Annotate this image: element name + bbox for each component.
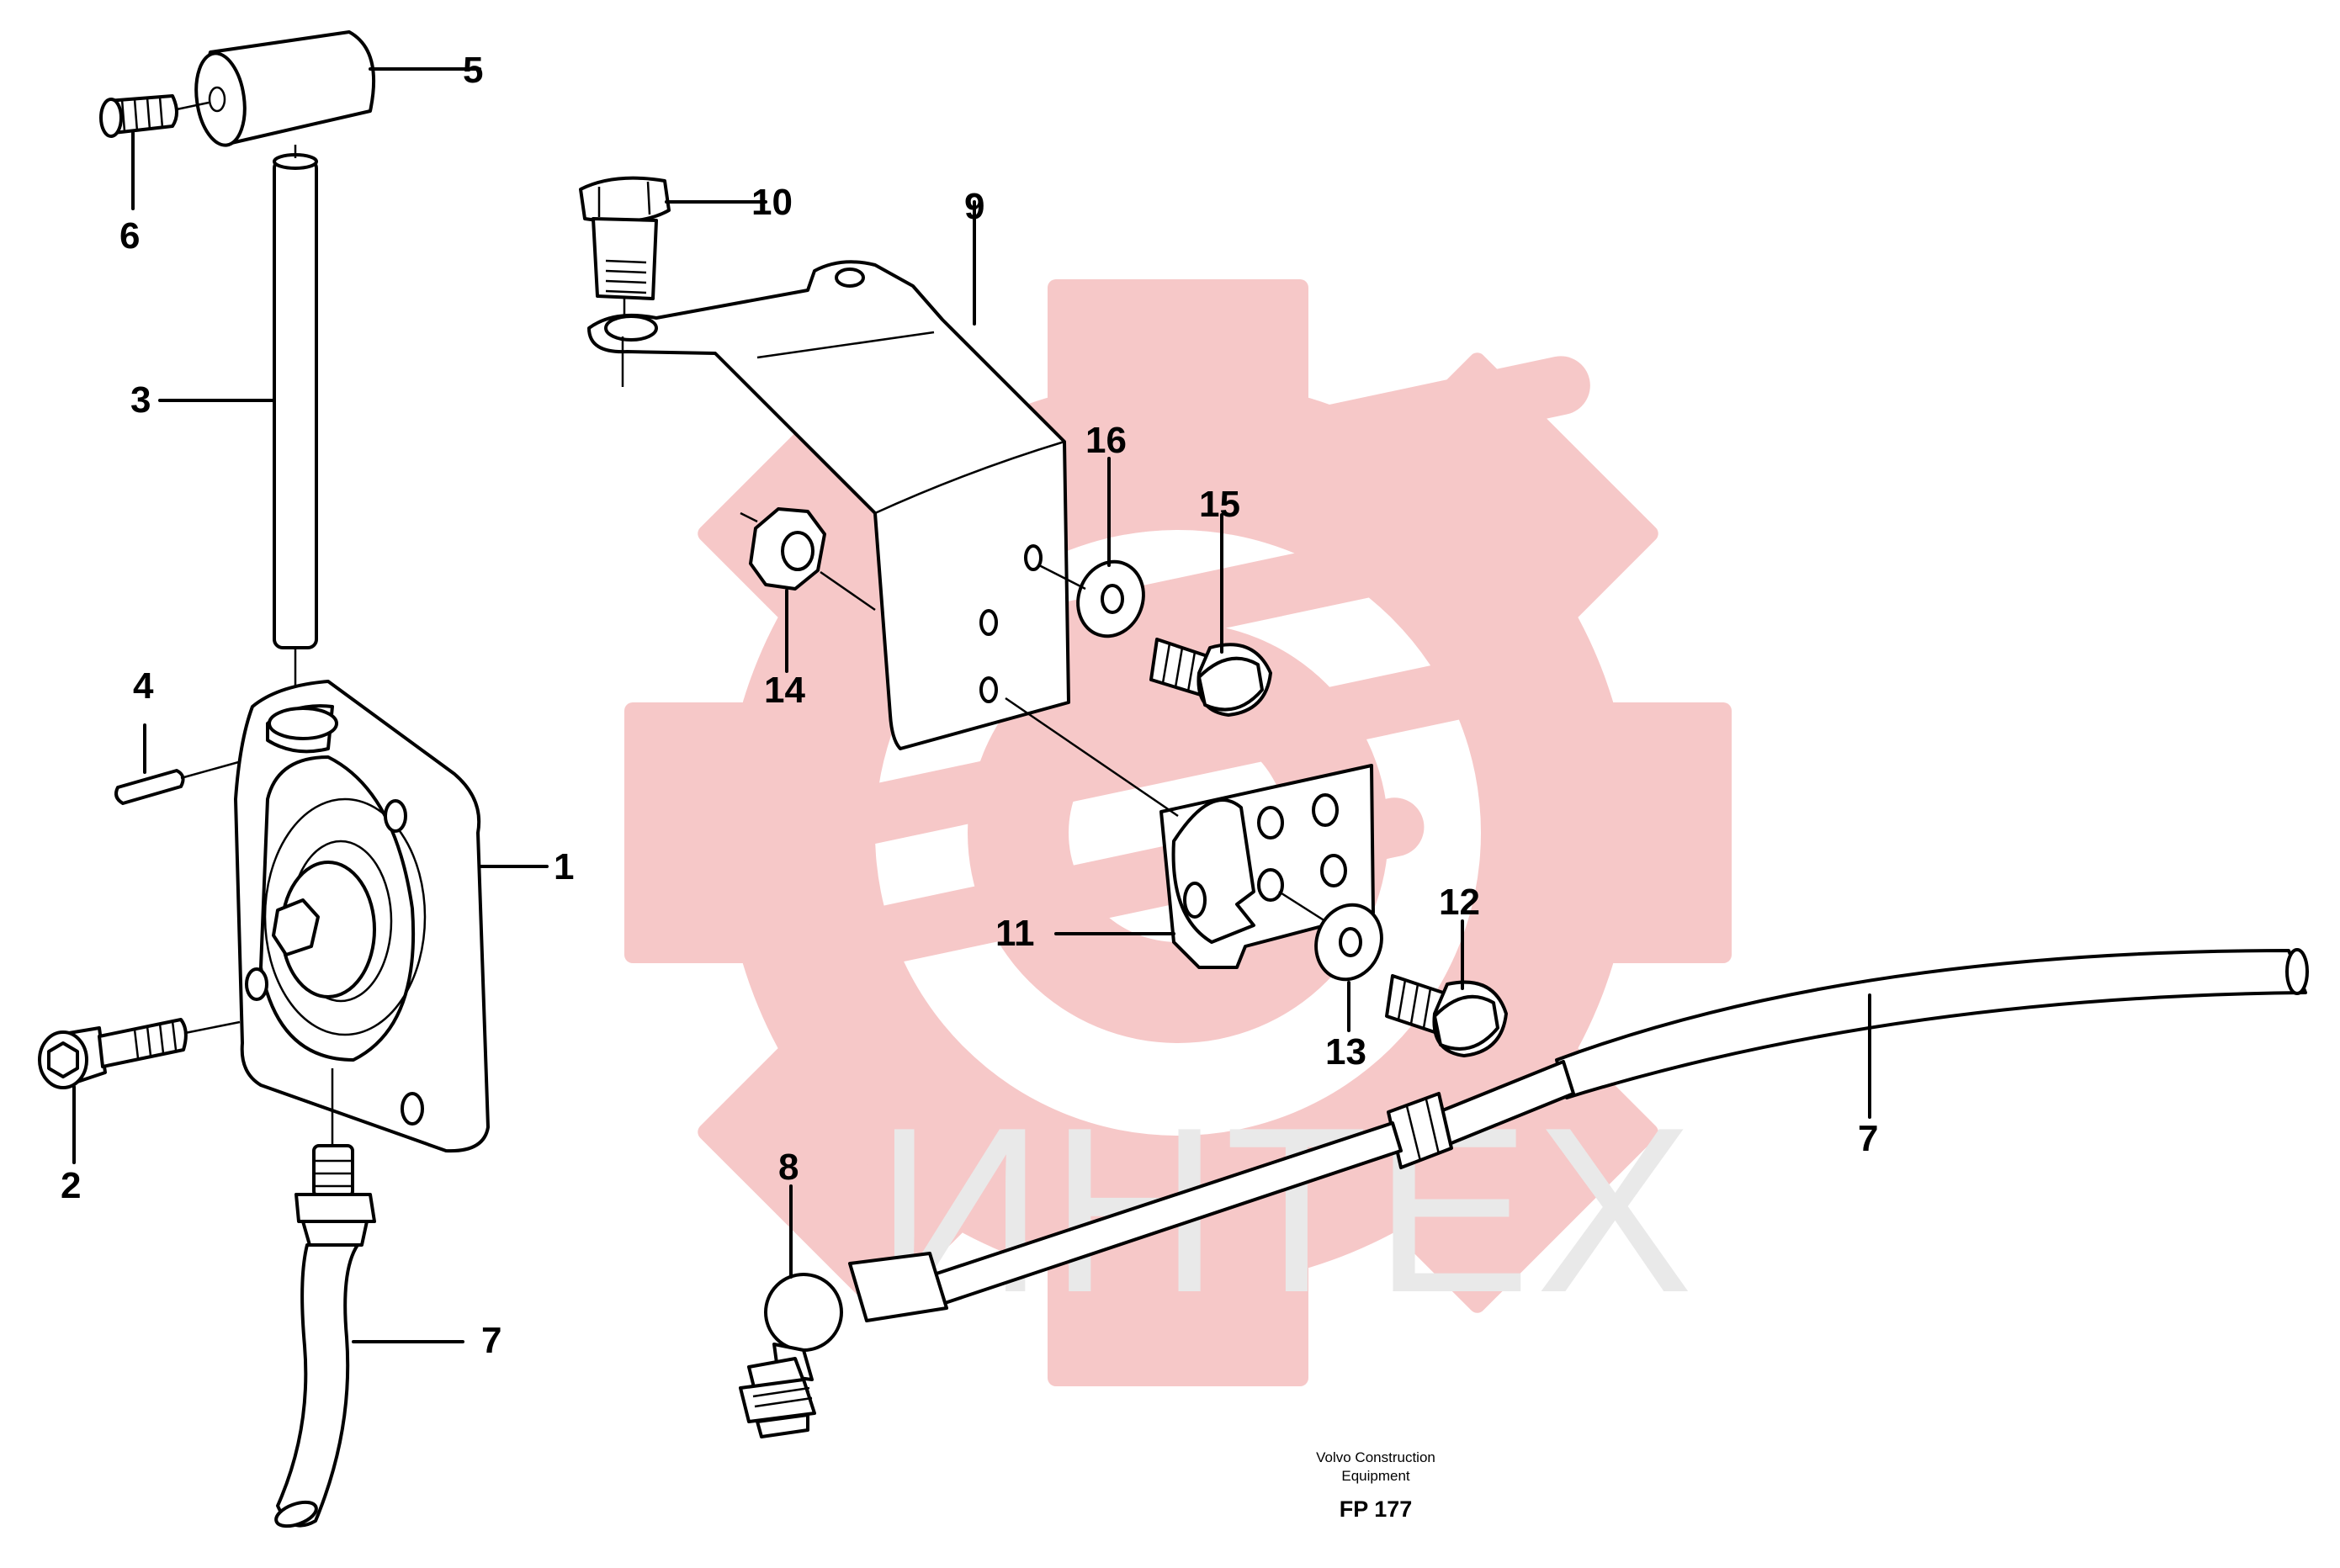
callout-16: 16 [1085,420,1127,461]
callout-9: 9 [964,186,984,227]
callout-7-right: 7 [1858,1118,1878,1159]
part-16-washer [1038,457,1145,638]
watermark-text: ИНТЕХ [875,1079,1698,1342]
callout-11: 11 [995,913,1035,954]
part-12-bolt [1385,919,1508,1057]
callout-12: 12 [1439,882,1480,923]
callout-7-left: 7 [481,1320,501,1361]
callout-3: 3 [130,379,151,421]
callout-14: 14 [764,670,805,711]
part-7-cable-right [848,948,2309,1322]
part-7-hose-left [274,1068,464,1528]
part-11-latch [1005,697,1375,969]
callout-15: 15 [1199,484,1240,525]
callout-13: 13 [1325,1031,1366,1073]
part-2-cap-screw [38,1018,241,1164]
part-6-set-screw [99,94,210,210]
footer-company-line1: Volvo Construction [1316,1449,1435,1465]
part-5-knob [194,30,481,147]
part-10-bolt [579,176,767,336]
part-9-bracket [587,200,1070,750]
part-1-housing [234,680,549,1153]
callout-8: 8 [778,1147,799,1188]
callout-10: 10 [751,182,793,223]
part-3-rod [158,145,318,698]
part-14-nut [740,507,876,673]
part-8-ball-joint [739,1184,843,1438]
part-13-washer [1278,890,1383,1032]
callout-2: 2 [61,1165,81,1206]
callout-6: 6 [119,215,140,257]
callout-4: 4 [133,665,154,707]
callout-1: 1 [554,846,574,887]
part-15-bolt [1149,513,1272,717]
footer-figure-code: FP 177 [1340,1496,1413,1522]
footer-company-line2: Equipment [1341,1468,1410,1484]
callout-5: 5 [463,50,483,91]
